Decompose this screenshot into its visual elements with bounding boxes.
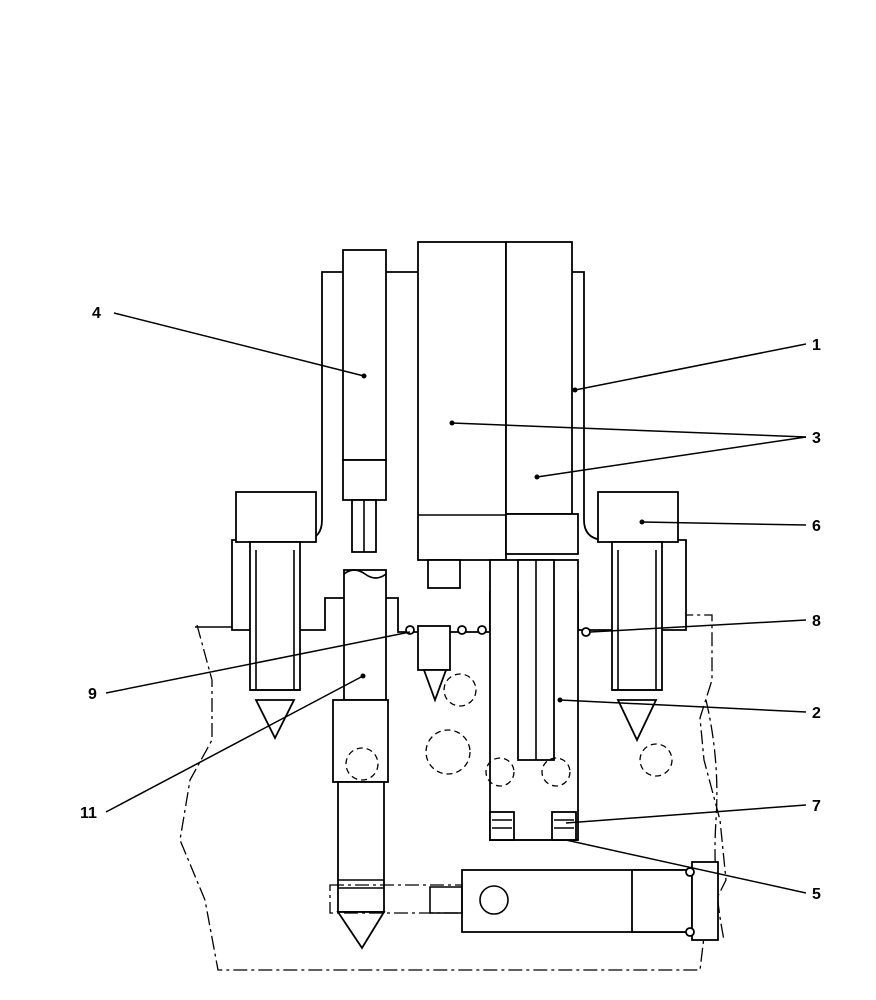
solenoid-right-lower (505, 513, 579, 555)
callout-4: 4 (92, 305, 101, 322)
shaft-upper (343, 569, 387, 701)
leader-6 (641, 521, 807, 526)
cross-plug-hole (479, 885, 509, 915)
shaft-wave (343, 569, 387, 579)
center-nut-tip (422, 669, 448, 703)
callout-2: 2 (812, 705, 821, 722)
leader-11 (105, 675, 364, 813)
solenoid-center-stem (427, 559, 461, 589)
oring-8 (581, 627, 591, 637)
shaft-lower (337, 781, 385, 913)
valve-ball-right (541, 757, 571, 787)
leader-1-dot (572, 387, 578, 393)
callout-6: 6 (812, 518, 821, 535)
shaft-collar (332, 699, 389, 783)
callout-1: 1 (812, 337, 821, 354)
oring-9b (457, 625, 467, 635)
spring-right (551, 811, 577, 841)
leader-5 (565, 839, 807, 894)
callout-7: 7 (812, 798, 821, 815)
valve-ball-left (485, 757, 515, 787)
bore-right (639, 743, 673, 777)
leader-7 (565, 804, 807, 824)
cross-plug-cap (691, 861, 719, 941)
leader-3b (536, 436, 807, 478)
leader-4-dot (361, 373, 367, 379)
pin-upper (342, 249, 387, 461)
center-nut (417, 625, 451, 671)
leader-9 (105, 631, 411, 694)
leader-3b-dot (534, 474, 540, 480)
cross-ring-top (685, 867, 695, 877)
leader-3a (451, 422, 807, 438)
leader-2-dot (557, 697, 563, 703)
right-screw-body (611, 541, 663, 691)
solenoid-right (505, 241, 573, 515)
leader-2 (559, 699, 807, 713)
spring-left (489, 811, 515, 841)
left-screw-head (235, 491, 317, 543)
shaft-tip (336, 911, 386, 950)
solenoid-center (417, 241, 507, 561)
leader-6-dot (639, 519, 645, 525)
cross-plug-head (631, 869, 693, 933)
leader-4 (113, 312, 365, 377)
bore-left (425, 729, 471, 775)
shaft-collar-ball (345, 747, 379, 781)
leader-8 (589, 619, 807, 633)
callout-9: 9 (88, 686, 97, 703)
leader-1 (574, 343, 807, 391)
leader-3a-dot (449, 420, 455, 426)
cross-ring-bottom (685, 927, 695, 937)
callout-3: 3 (812, 430, 821, 447)
center-ball (443, 673, 477, 707)
right-screw-head (597, 491, 679, 543)
left-screw-tip (254, 699, 296, 741)
leader-11-dot (360, 673, 366, 679)
oring-9c (477, 625, 487, 635)
callout-11: 11 (80, 805, 97, 822)
callout-5: 5 (812, 886, 821, 903)
left-screw-body (249, 541, 301, 691)
right-screw-tip (616, 699, 658, 743)
pin-collar (342, 459, 387, 501)
callout-8: 8 (812, 613, 821, 630)
cross-plug-hex (429, 886, 463, 914)
